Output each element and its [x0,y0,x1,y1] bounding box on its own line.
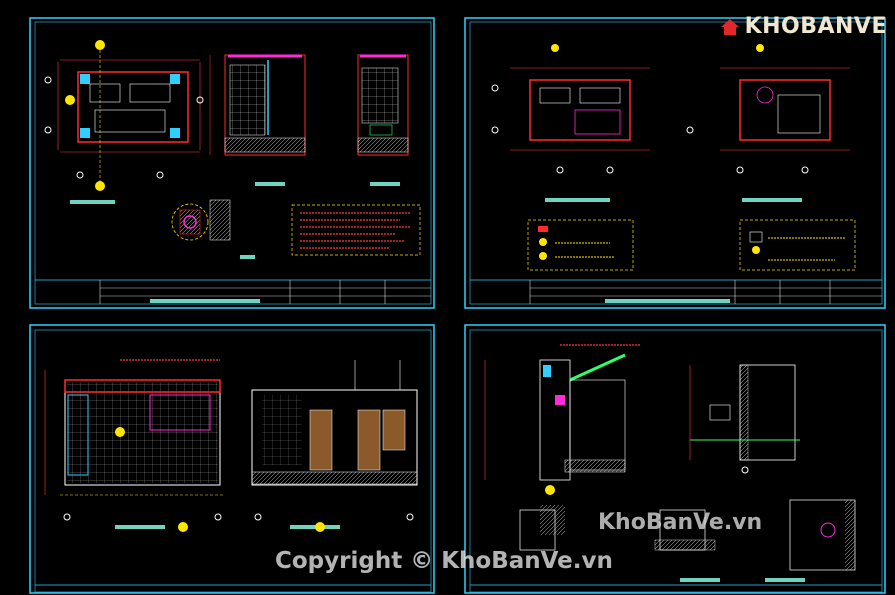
sheet-bottom-right [464,324,886,594]
kitchen-elevation [251,360,418,532]
floor-plan-2a [491,44,650,202]
kitchen-plan [44,359,225,532]
elevation-2 [357,54,409,186]
section-view-1 [484,353,626,495]
notes-box [291,204,421,256]
watermark-side: KhoBanVe.vn [598,510,763,535]
watermark-copyright: Copyright © KhoBanVe.vn [275,548,613,574]
detail-views [519,344,856,582]
floor-plan-1 [44,40,204,204]
sheet-top-right [464,17,886,309]
legend-box-left [527,219,634,271]
khobanve-logo: KHOBANVE [719,14,887,39]
title-block [35,279,431,304]
floor-plan-2b [686,44,850,202]
title-block [470,279,882,304]
section-view-2 [689,364,800,474]
elevation-1 [209,54,306,186]
legend-box-right [739,219,856,271]
sheet-top-left [29,17,435,309]
section-detail [171,199,255,259]
house-icon [720,18,739,35]
logo-text: KHOBANVE [744,14,887,39]
sheet-bottom-left [29,324,435,594]
